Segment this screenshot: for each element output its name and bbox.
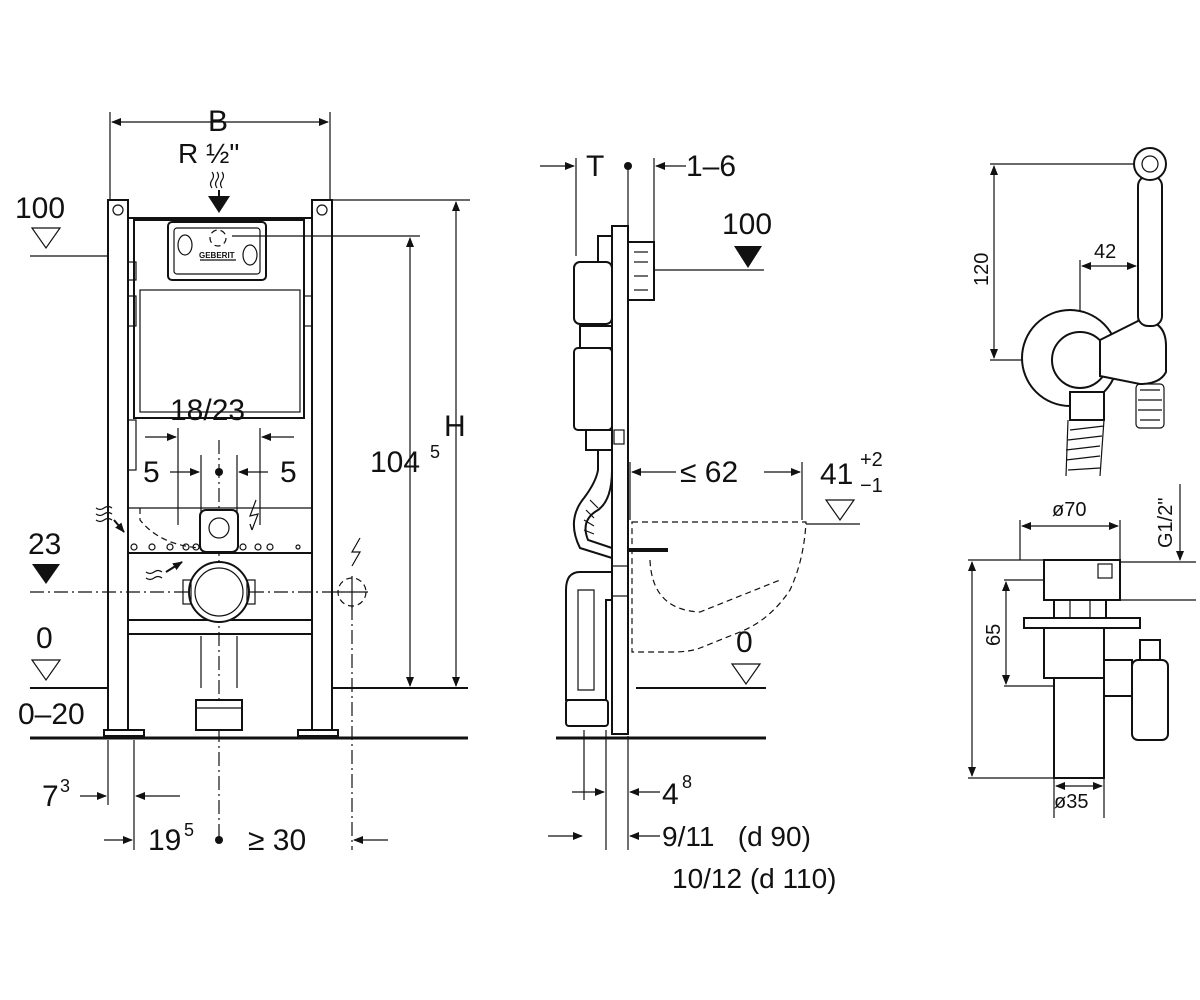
detail-top: 120 42 xyxy=(971,147,1167,477)
right-5-label: 5 xyxy=(280,456,297,489)
bowl-height-plus: +2 xyxy=(860,449,883,471)
floor-range-label: 0–20 xyxy=(18,698,85,731)
pipe-spacing-label: 18/23 xyxy=(170,394,245,427)
left-5-label: 5 xyxy=(143,456,160,489)
foot-offset-sup: 3 xyxy=(60,776,70,796)
height-1045-sup: 5 xyxy=(430,442,440,462)
side-offset-label: 4 xyxy=(662,778,679,811)
flush-plate: GEBERIT xyxy=(167,221,267,281)
height-65-label: 65 xyxy=(983,624,1005,646)
projection-label: ≤ 62 xyxy=(680,456,738,489)
width-42-label: 42 xyxy=(1094,241,1116,263)
front-view: B R ½" xyxy=(15,105,470,857)
height-label: H xyxy=(444,410,466,443)
detail-bottom: ø70 G1/2" 65 ø35 xyxy=(968,484,1196,818)
depth-label: T xyxy=(586,150,604,183)
frame-uprights xyxy=(103,199,339,737)
side-level-100: 100 xyxy=(654,208,772,271)
height-dimension: H 104 5 xyxy=(232,199,470,687)
thread-g12-label: G1/2" xyxy=(1155,498,1177,548)
level-23-label: 23 xyxy=(28,528,61,561)
width-label: B xyxy=(208,105,228,138)
fixing-holes xyxy=(130,543,301,551)
thread-label: R ½" xyxy=(178,138,239,169)
diameter-35-label: ø35 xyxy=(1054,791,1088,813)
water-icon-lower xyxy=(145,569,163,581)
electrical-icon-socket xyxy=(350,537,362,567)
level-100-label: 100 xyxy=(15,192,65,225)
pipe-d90-label: 9/11 (d 90) xyxy=(662,821,811,852)
min-distance-label: ≥ 30 xyxy=(248,824,306,857)
side-level-0-label: 0 xyxy=(736,626,753,659)
level-100-marker: 100 xyxy=(15,192,108,257)
bowl-height-label: 41 xyxy=(820,458,853,491)
level-0-marker: 0 0–20 xyxy=(18,622,468,740)
height-120-label: 120 xyxy=(971,253,993,286)
drain-pipe xyxy=(182,561,256,731)
water-supply-icon xyxy=(209,171,225,189)
height-1045-label: 104 xyxy=(370,446,420,479)
level-23-marker: 23 xyxy=(28,528,336,593)
depth-range-label: 1–6 xyxy=(686,150,736,183)
diameter-70-label: ø70 xyxy=(1052,499,1086,521)
electrical-icon xyxy=(249,499,259,531)
bowl-height-minus: −1 xyxy=(860,475,883,497)
foot-offset-label: 7 xyxy=(42,780,59,813)
pipe-d110-label: 10/12 (d 110) xyxy=(672,863,837,894)
brand-text: GEBERIT xyxy=(199,251,235,260)
level-0-label: 0 xyxy=(36,622,53,655)
center-offset-sup: 5 xyxy=(184,820,194,840)
side-level-100-label: 100 xyxy=(722,208,772,241)
water-icon-left xyxy=(95,505,113,523)
wc-bowl-outline xyxy=(631,521,807,653)
width-dimension: B R ½" xyxy=(109,105,331,213)
center-offset-label: 19 xyxy=(148,824,181,857)
side-offset-sup: 8 xyxy=(682,772,692,792)
side-view: T 1–6 xyxy=(540,150,883,894)
